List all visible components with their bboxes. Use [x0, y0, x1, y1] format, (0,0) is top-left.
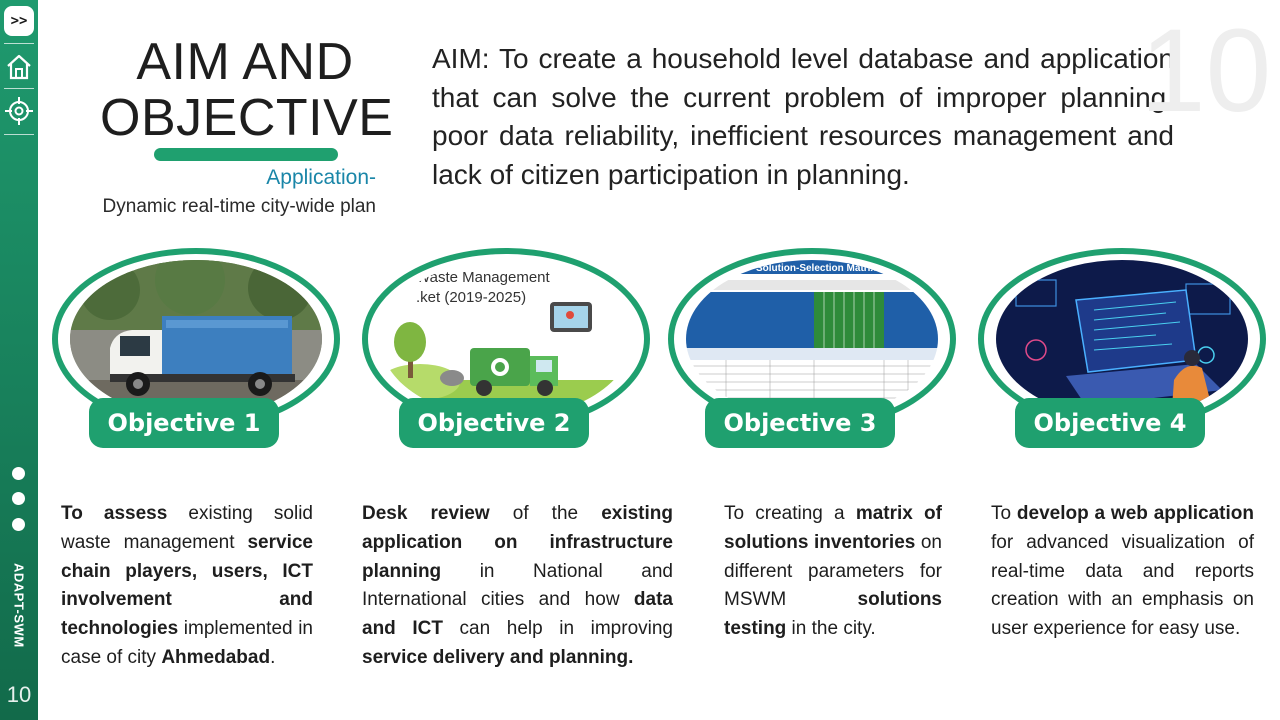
solution-selection-matrix-screenshot: Solution-Selection Matrix: [686, 260, 938, 418]
objective-card-3: Solution-Selection Matrix Objective 3: [668, 248, 956, 450]
page-title: AIM AND OBJECTIVE: [100, 33, 394, 147]
objective-label: Objective 2: [399, 398, 589, 448]
waste-management-app-illustration: Waste Management .ket (2019-2025): [380, 260, 632, 418]
aim-statement: AIM: To create a household level databas…: [432, 43, 1174, 190]
objective-label: Objective 3: [705, 398, 895, 448]
expand-label: >>: [10, 13, 28, 29]
description-text: .: [270, 646, 276, 668]
description-emphasis: matrix of solutions inventories: [724, 503, 942, 553]
home-icon: [7, 54, 31, 80]
nav-dot[interactable]: [12, 518, 25, 531]
expand-button[interactable]: >>: [4, 6, 34, 36]
application-description: Dynamic real-time city-wide plan: [102, 196, 376, 217]
title-line-2: OBJECTIVE: [100, 89, 394, 147]
watermark-number: 10: [1140, 5, 1272, 137]
description-emphasis: Ahmedabad: [161, 646, 271, 668]
description-text: on different parameters for MSWM: [724, 531, 942, 611]
sidebar-page-number: 10: [6, 682, 32, 707]
objective-card-1: Objective 1: [52, 248, 340, 450]
sidebar-divider: [4, 134, 34, 135]
objective-card-4: Objective 4: [978, 248, 1266, 450]
target-button[interactable]: [2, 92, 36, 130]
matrix-title: Solution-Selection Matrix: [756, 263, 876, 274]
title-line-1: AIM AND: [136, 33, 354, 91]
description-emphasis: service delivery and planning.: [362, 646, 634, 668]
description-text: implemented in case of city: [61, 618, 313, 668]
web-application-laptop-illustration: [996, 260, 1248, 418]
sidebar-divider: [4, 88, 34, 89]
nav-dot[interactable]: [12, 467, 25, 480]
objective-description-2: Desk review of the existing application …: [362, 500, 673, 673]
illustration-title: Waste Management: [416, 269, 551, 286]
sidebar: >> ADAPT-SWM 10: [0, 0, 38, 720]
description-emphasis: Desk review: [362, 503, 490, 524]
nav-dot[interactable]: [12, 492, 25, 505]
description-emphasis: To assess: [61, 503, 168, 524]
description-emphasis: solutions testing: [724, 589, 942, 640]
description-text: of the: [489, 503, 602, 524]
sidebar-vertical-label: ADAPT-SWM: [2, 548, 36, 663]
description-emphasis: data and ICT: [362, 589, 673, 640]
description-emphasis: service chain players, users, ICT involv…: [61, 531, 313, 640]
description-text: in National and International cities and…: [362, 560, 673, 611]
garbage-truck-photo: [70, 260, 322, 418]
target-icon: [5, 97, 33, 125]
project-name: ADAPT-SWM: [11, 563, 27, 648]
description-text: To: [991, 503, 1017, 524]
title-underline: [154, 148, 338, 161]
objective-card-2: Waste Management .ket (2019-2025) Object…: [362, 248, 650, 450]
objective-description-1: To assess existing solid waste managemen…: [61, 500, 313, 673]
illustration-subtitle: .ket (2019-2025): [416, 289, 526, 306]
description-emphasis: develop a web application: [1016, 503, 1254, 524]
description-text: existing solid waste management: [61, 503, 314, 553]
home-button[interactable]: [2, 48, 36, 86]
objective-label: Objective 4: [1015, 398, 1205, 448]
objective-label: Objective 1: [89, 398, 279, 448]
description-text: in the city.: [786, 618, 876, 640]
application-label: Application-: [266, 166, 376, 189]
sidebar-divider: [4, 43, 34, 44]
description-emphasis: existing application on infrastructure p…: [362, 503, 673, 582]
description-text: can help in improving: [442, 618, 673, 640]
objective-description-3: To creating a matrix of solutions invent…: [724, 500, 942, 644]
description-text: for advanced visualization of real-time …: [991, 531, 1254, 640]
description-text: To creating a: [724, 503, 856, 524]
objective-description-4: To develop a web application for advance…: [991, 500, 1254, 644]
